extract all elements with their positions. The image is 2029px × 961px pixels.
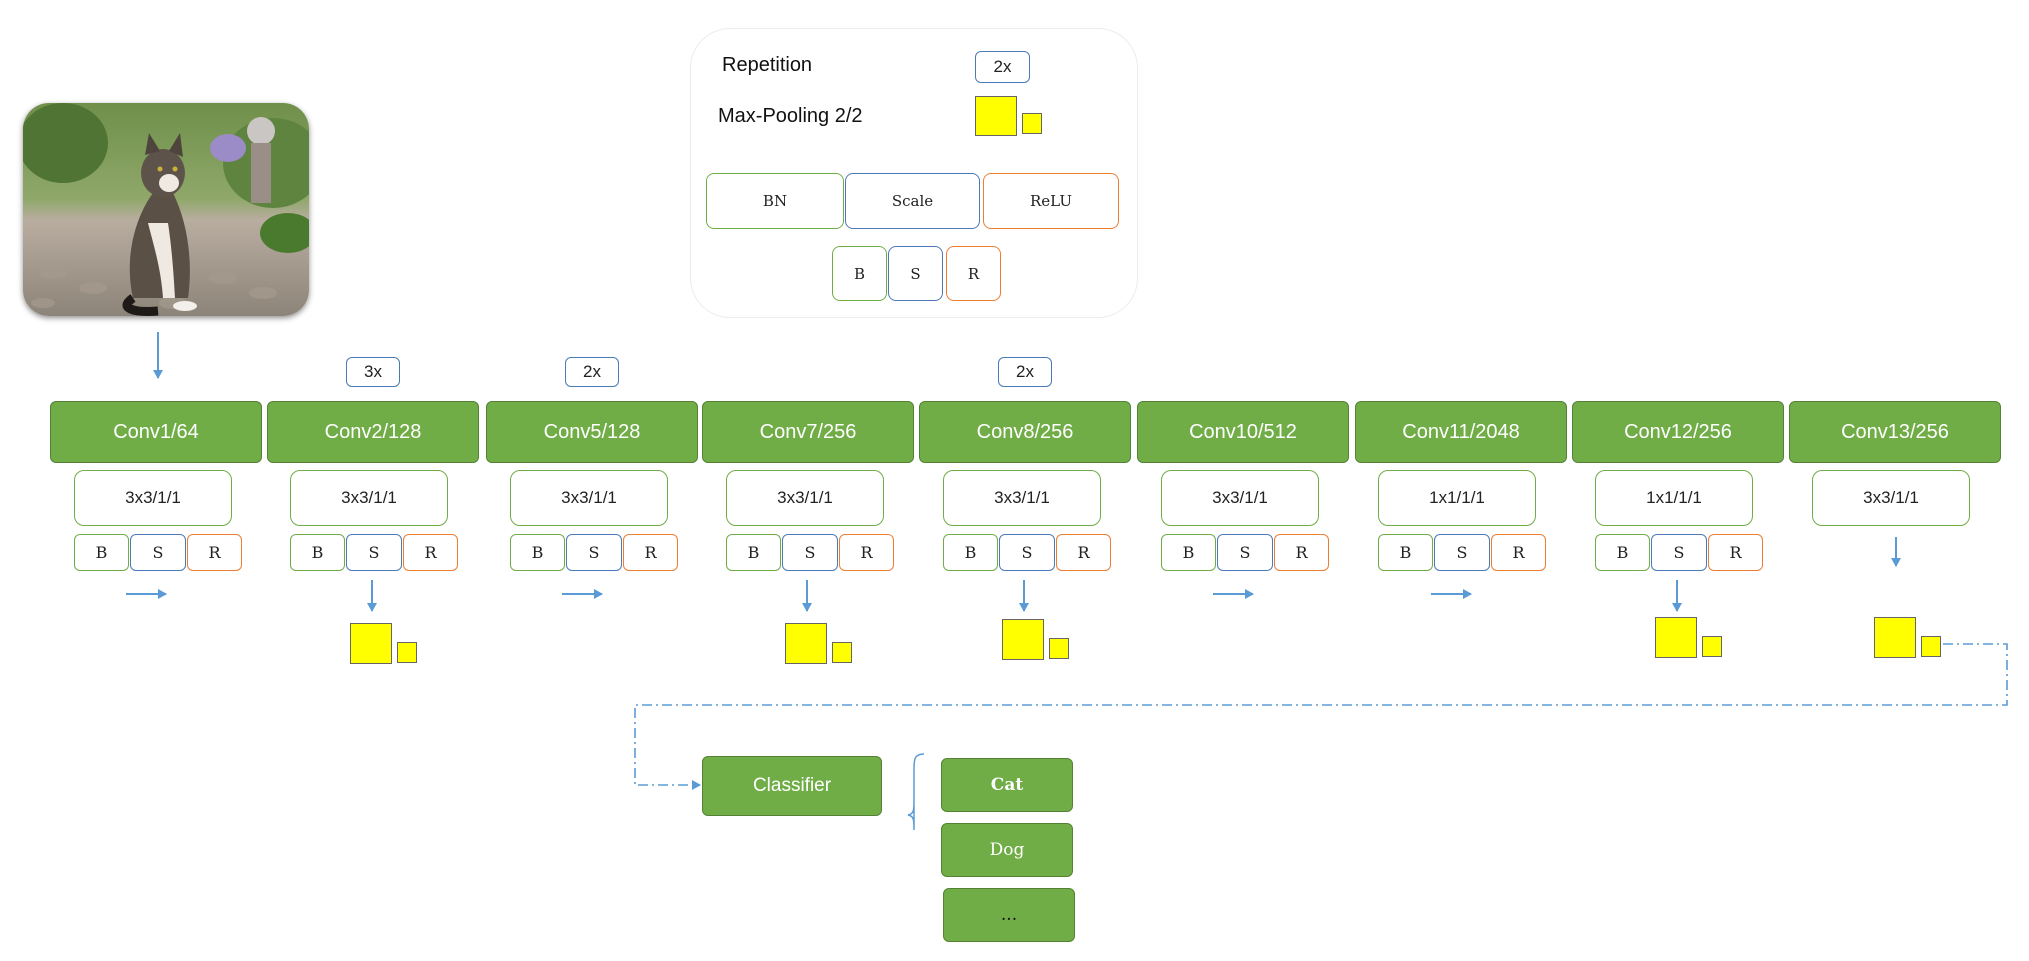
conv8-256-b-cell: B: [943, 534, 998, 571]
conv7-256-r-cell: R: [839, 534, 894, 571]
conv12-256-r-cell: R: [1708, 534, 1763, 571]
conv2-128-s-cell: S: [346, 534, 402, 571]
legend-pool-output-square: [1022, 113, 1042, 134]
output-bracket: [907, 753, 925, 831]
conv13-256-pool-input-square: [1874, 617, 1916, 658]
conv7-256-block: Conv7/256: [702, 401, 914, 463]
legend-scale-box: Scale: [845, 173, 980, 229]
conv1-64-b-cell: B: [74, 534, 129, 571]
conv8-256-pool-input-square: [1002, 619, 1044, 660]
conv11-2048-r-cell: R: [1491, 534, 1546, 571]
conv13-256-pool-output-square: [1921, 636, 1941, 657]
conv8-256-repeat-badge: 2x: [998, 357, 1052, 387]
conv5-128-s-cell: S: [566, 534, 622, 571]
conv11-2048-b-cell: B: [1378, 534, 1433, 571]
classifier-box: Classifier: [702, 756, 882, 816]
legend-repetition-label: Repetition: [722, 54, 813, 76]
legend-relu-box: ReLU: [983, 173, 1119, 229]
conv7-256-kernel-box: 3x3/1/1: [726, 470, 884, 526]
conv5-128-block: Conv5/128: [486, 401, 698, 463]
legend-r-box: R: [946, 246, 1001, 301]
conv7-256-pool-input-square: [785, 623, 827, 664]
conv12-256-block: Conv12/256: [1572, 401, 1784, 463]
output-dog: Dog: [941, 823, 1073, 877]
conv5-128-b-cell: B: [510, 534, 565, 571]
conv8-256-kernel-box: 3x3/1/1: [943, 470, 1101, 526]
legend-repetition-box: 2x: [975, 51, 1030, 83]
conv13-256-block: Conv13/256: [1789, 401, 2001, 463]
conv8-256-r-cell: R: [1056, 534, 1111, 571]
legend-b-box: B: [832, 246, 887, 301]
conv2-128-pool-output-square: [397, 642, 417, 663]
conv12-256-pool-output-square: [1702, 636, 1722, 657]
conv11-2048-s-cell: S: [1434, 534, 1490, 571]
conv12-256-kernel-box: 1x1/1/1: [1595, 470, 1753, 526]
conv8-256-s-cell: S: [999, 534, 1055, 571]
output-more: ...: [943, 888, 1075, 942]
conv5-128-r-cell: R: [623, 534, 678, 571]
legend-pool-input-square: [975, 96, 1017, 136]
legend-s-box: S: [888, 246, 943, 301]
conv2-128-b-cell: B: [290, 534, 345, 571]
conv10-512-block: Conv10/512: [1137, 401, 1349, 463]
conv5-128-repeat-badge: 2x: [565, 357, 619, 387]
conv1-64-block: Conv1/64: [50, 401, 262, 463]
legend-pooling-label: Max-Pooling 2/2: [718, 105, 863, 127]
conv1-64-kernel-box: 3x3/1/1: [74, 470, 232, 526]
conv10-512-kernel-box: 3x3/1/1: [1161, 470, 1319, 526]
conv1-64-s-cell: S: [130, 534, 186, 571]
conv12-256-pool-input-square: [1655, 617, 1697, 658]
conv8-256-pool-output-square: [1049, 638, 1069, 659]
conv11-2048-kernel-box: 1x1/1/1: [1378, 470, 1536, 526]
input-cat-photo: [23, 103, 309, 316]
conv7-256-b-cell: B: [726, 534, 781, 571]
conv2-128-r-cell: R: [403, 534, 458, 571]
conv7-256-pool-output-square: [832, 642, 852, 663]
conv2-128-block: Conv2/128: [267, 401, 479, 463]
conv8-256-block: Conv8/256: [919, 401, 1131, 463]
output-cat: Cat: [941, 758, 1073, 812]
conv1-64-r-cell: R: [187, 534, 242, 571]
conv12-256-b-cell: B: [1595, 534, 1650, 571]
conv10-512-b-cell: B: [1161, 534, 1216, 571]
conv13-256-kernel-box: 3x3/1/1: [1812, 470, 1970, 526]
conv12-256-s-cell: S: [1651, 534, 1707, 571]
conv11-2048-block: Conv11/2048: [1355, 401, 1567, 463]
conv2-128-repeat-badge: 3x: [346, 357, 400, 387]
conv7-256-s-cell: S: [782, 534, 838, 571]
conv2-128-pool-input-square: [350, 623, 392, 664]
legend-bn-box: BN: [706, 173, 844, 229]
conv2-128-kernel-box: 3x3/1/1: [290, 470, 448, 526]
conv10-512-r-cell: R: [1274, 534, 1329, 571]
conv5-128-kernel-box: 3x3/1/1: [510, 470, 668, 526]
conv10-512-s-cell: S: [1217, 534, 1273, 571]
